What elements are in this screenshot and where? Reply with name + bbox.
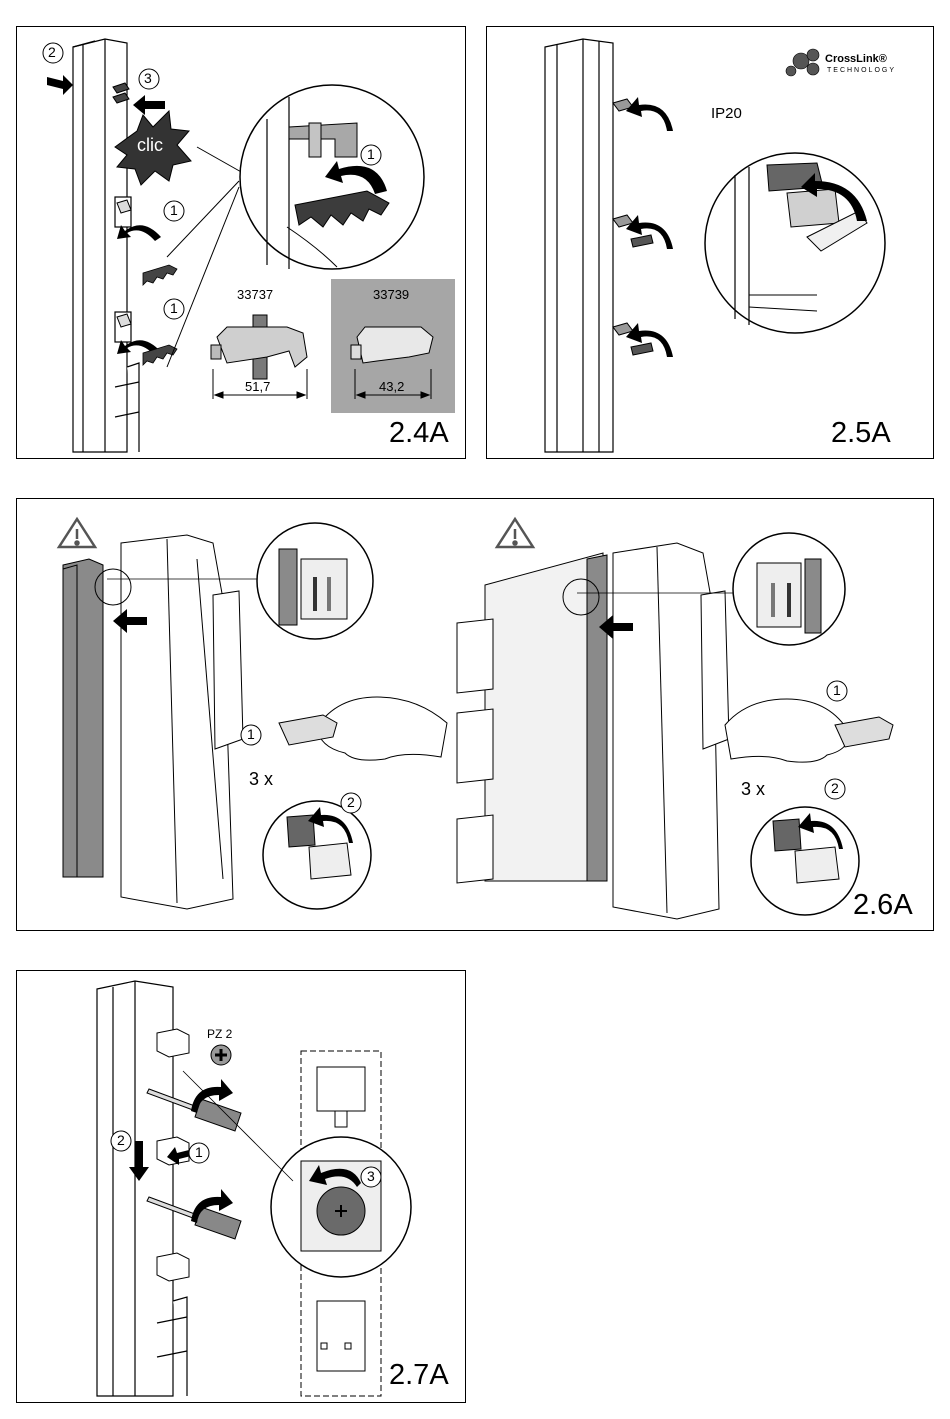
magnifier-bottom-right <box>751 807 859 915</box>
step-2-label: 2 <box>117 1132 125 1148</box>
step-1-label-right: 1 <box>833 682 841 698</box>
step-2-label-right: 2 <box>831 780 839 796</box>
hand-right <box>725 699 893 762</box>
magnifier-top-right <box>733 533 845 645</box>
magnifier-detail <box>240 85 424 269</box>
step-1-label: 1 <box>195 1144 203 1160</box>
left-fuse-switch <box>121 535 243 909</box>
crosslink-logo-sub: TECHNOLOGY <box>827 67 896 74</box>
hand-left <box>279 697 447 760</box>
step-3-label: 3 <box>367 1168 375 1184</box>
figure-2-7a-illustration <box>17 971 467 1404</box>
step-1-label-left: 1 <box>247 726 255 742</box>
right-busbar-system <box>457 553 607 883</box>
pz2-icon <box>211 1045 231 1065</box>
step-1-label-a: 1 <box>170 202 178 218</box>
vertical-rail <box>73 39 139 452</box>
step-1-label-c: 1 <box>367 146 375 162</box>
magnifier-detail <box>271 1137 411 1277</box>
right-fuse-switch <box>613 543 729 919</box>
step-1-label-b: 1 <box>170 300 178 316</box>
figure-label: 2.6A <box>853 889 913 922</box>
repeat-label-right: 3 x <box>741 779 765 800</box>
crosslink-logo-mark <box>786 49 819 76</box>
step-2-label: 2 <box>48 44 56 60</box>
rotate-arrows <box>626 97 673 357</box>
figure-label: 2.4A <box>389 417 449 450</box>
crosslink-logo-text: CrossLink® <box>825 53 887 65</box>
zoom-line <box>183 1071 293 1181</box>
figure-2-5a-illustration <box>487 27 935 460</box>
step-2-label-left: 2 <box>347 794 355 810</box>
figure-2-4a-illustration <box>17 27 467 460</box>
clic-text: clic <box>137 135 163 156</box>
part-33737-code: 33737 <box>237 287 273 302</box>
magnifier-bottom-left <box>263 801 371 909</box>
step-3-label: 3 <box>144 70 152 86</box>
figure-label: 2.7A <box>389 1359 449 1392</box>
figure-2-6a-panel: 1 2 1 2 3 x 3 x 2.6A <box>16 498 934 931</box>
figure-2-7a-panel: PZ 2 2 1 3 2.7A <box>16 970 466 1403</box>
push-arrow-2 <box>47 75 73 95</box>
figure-2-6a-illustration <box>17 499 935 932</box>
part-33739-code: 33739 <box>373 287 409 302</box>
magnifier-top-left <box>257 523 373 639</box>
figure-2-4a-panel: 2 3 1 1 1 clic 33737 51,7 33739 43,2 2.4… <box>16 26 466 459</box>
part-33739-dimension: 43,2 <box>379 379 404 394</box>
part-33737-dimension: 51,7 <box>245 379 270 394</box>
figure-label: 2.5A <box>831 417 891 450</box>
left-busbar-holder <box>63 559 103 877</box>
push-arrow-3 <box>133 95 165 115</box>
figure-2-5a-panel: CrossLink® TECHNOLOGY IP20 2.5A <box>486 26 934 459</box>
tool-label: PZ 2 <box>207 1027 232 1041</box>
magnifier-detail <box>705 153 885 333</box>
vertical-rail <box>545 39 613 452</box>
repeat-label-left: 3 x <box>249 769 273 790</box>
ip-rating-label: IP20 <box>711 105 742 122</box>
